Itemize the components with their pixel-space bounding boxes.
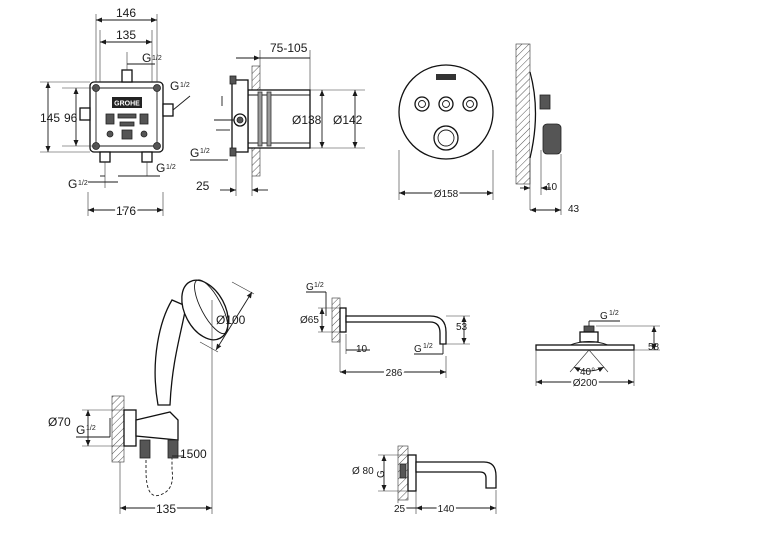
screw-icon [153, 142, 161, 150]
shower-arm: G 1/2 Ø65 53 10 G 1/2 286 [300, 282, 470, 381]
symbol-icon [121, 129, 133, 140]
diameter-outer-label: Ø142 [333, 113, 363, 127]
thread-fraction: 1/2 [152, 55, 162, 62]
box-top-connector [121, 69, 133, 83]
thread-fraction: 1/2 [78, 180, 88, 187]
grohe-logo [436, 74, 456, 80]
faceplate-side-view: 10 43 [515, 43, 580, 215]
button-2-icon[interactable] [438, 96, 454, 112]
head-nut [583, 325, 595, 333]
head-diameter-label: Ø100 [216, 313, 246, 327]
thread-fraction: 1/2 [180, 82, 190, 89]
diameter-inner-label: Ø138 [292, 113, 322, 127]
head-height-label: 58 [648, 342, 660, 353]
symbol-icon [139, 113, 149, 125]
box-height-inner-label: 96 [64, 111, 78, 125]
thread-fraction: 1/2 [609, 310, 619, 317]
head-ball-joint [579, 331, 599, 343]
grohe-logo-text: GROHE [114, 101, 140, 108]
button-side-icon [539, 94, 551, 110]
thread-ring [257, 91, 263, 147]
concealed-box-front-view: GROHE 146 135 G 1/2 G 1/2 145 [40, 6, 191, 220]
thread-bottom-right-label: G [156, 161, 165, 175]
arm-thread-end-label: G [414, 344, 422, 355]
hand-shower-handle [154, 299, 187, 406]
faceplate-outline [398, 64, 494, 160]
button-3-icon[interactable] [462, 96, 478, 112]
wall-section [331, 297, 341, 343]
temperature-knob-icon[interactable] [433, 125, 459, 151]
wall-section [515, 43, 531, 185]
thread-bottom-left-label: G [68, 177, 77, 191]
thread-fraction: 1/2 [314, 282, 324, 289]
thread-fraction: 1/2 [200, 148, 210, 155]
box-width-bottom-label: 176 [116, 204, 136, 218]
head-plate [535, 344, 635, 351]
wall-section [111, 395, 125, 463]
spout-thread-label: G [376, 470, 387, 478]
box-width-inner-label: 135 [116, 28, 136, 42]
hand-shower-set: Ø100 Ø70 G 1/2 1500 135 [48, 279, 255, 518]
hand-shower-width-label: 135 [156, 502, 176, 516]
thread-right-label: G [170, 79, 179, 93]
arm-offset-label: 10 [356, 344, 368, 355]
outlet-diameter-label: Ø70 [48, 415, 71, 429]
symbol-icon [119, 121, 135, 127]
spout-rosette-diameter-label: Ø 80 [352, 466, 374, 477]
box-left-connector [79, 107, 91, 121]
outlet-thread-label: G [76, 423, 85, 437]
symbol-icon [117, 113, 137, 119]
arm-rosette-diameter-label: Ø65 [300, 315, 319, 326]
box-bottom-right-connector [141, 151, 153, 163]
head-diameter-label: Ø200 [573, 378, 598, 389]
side-offset-label: 25 [196, 179, 210, 193]
box-inner-outline [95, 87, 158, 147]
faceplate-diameter-label: Ø158 [434, 189, 459, 200]
spout-rosette [407, 454, 417, 492]
head-thread-label: G [600, 311, 608, 322]
shower-hose [145, 440, 173, 497]
spout-offset-label: 25 [394, 504, 406, 515]
box-height-outer-label: 145 [40, 111, 60, 125]
box-right-connector [162, 103, 174, 117]
spout-length-label: 140 [438, 504, 455, 515]
arm-drop-label: 53 [456, 322, 468, 333]
symbol-icon [105, 113, 115, 125]
symbol-icon [140, 130, 148, 138]
shower-holder [135, 411, 179, 441]
spray-angle-label: 40° [580, 367, 595, 378]
hose-length-label: 1500 [180, 447, 207, 461]
concealed-box-side-section: 75-105 Ø138 Ø142 G 1/2 25 [190, 41, 365, 196]
bath-spout: Ø 80 G 25 140 [352, 445, 497, 517]
faceplate-profile [529, 71, 537, 159]
knob-side-icon [542, 123, 562, 155]
box-bottom-left-connector [99, 151, 111, 163]
wall-outlet-rosette [123, 409, 137, 447]
screw-icon [153, 84, 161, 92]
thread-fraction: 1/2 [166, 164, 176, 171]
button-1-icon[interactable] [414, 96, 430, 112]
box-width-outer-label: 146 [116, 6, 136, 20]
thread-fraction: 1/2 [86, 425, 96, 432]
spout-body [415, 461, 497, 489]
hose-nut [167, 439, 179, 459]
arm-tube [345, 315, 447, 345]
thread-fraction: 1/2 [423, 343, 433, 350]
arm-thread-top-label: G [306, 282, 314, 293]
faceplate-front-view: Ø158 [398, 64, 494, 202]
depth-range-label: 75-105 [270, 41, 308, 55]
grohe-logo [112, 97, 142, 108]
overhead-shower-head: G 1/2 58 40° Ø200 [535, 310, 660, 391]
arm-rosette [339, 307, 347, 333]
hose-nut [139, 439, 151, 459]
symbol-icon [106, 130, 114, 138]
arm-length-label: 286 [386, 368, 403, 379]
faceplate-depth-b-label: 43 [568, 204, 580, 215]
thread-ring [266, 91, 272, 147]
side-thread-label: G [190, 146, 199, 160]
faceplate-depth-a-label: 10 [546, 182, 558, 193]
thread-top-label: G [142, 51, 151, 65]
